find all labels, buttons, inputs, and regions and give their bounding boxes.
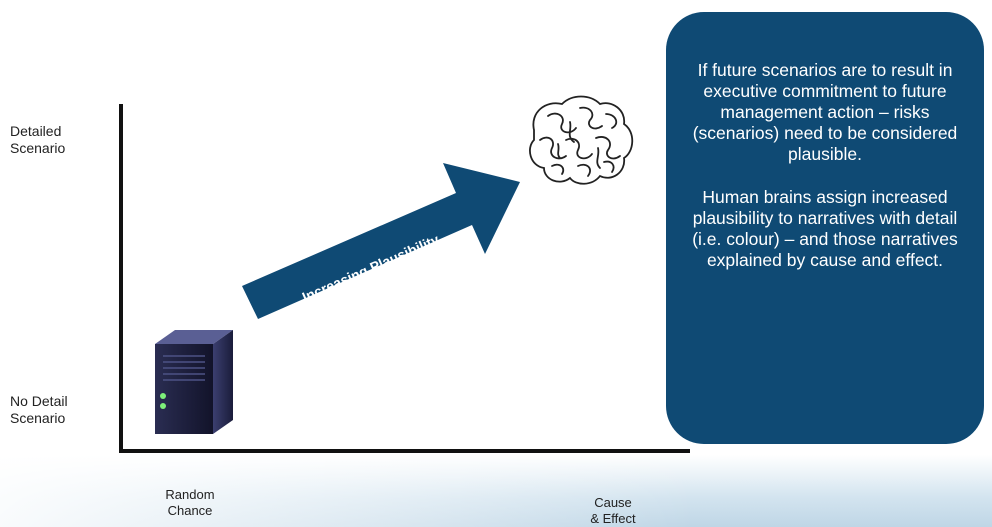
brain-icon (529, 95, 634, 185)
x-axis-right-label-line-1: Cause (594, 495, 632, 510)
y-axis-bottom-label-line-1: No Detail (10, 393, 68, 409)
info-paragraph-2: Human brains assign increased plausibili… (692, 187, 958, 270)
y-axis-bottom-label-line-2: Scenario (10, 410, 66, 426)
x-axis-left-label-line-1: Random (165, 487, 215, 502)
info-paragraph-1: If future scenarios are to result in exe… (692, 60, 958, 164)
info-callout-box: If future scenarios are to result in exe… (666, 12, 984, 444)
y-axis-top-label-line-2: Scenario (10, 140, 66, 156)
x-axis-right-label: Cause & Effect (573, 495, 653, 527)
y-axis-top-label: Detailed Scenario (10, 123, 65, 157)
y-axis-bottom-label: No Detail Scenario (10, 393, 68, 427)
x-axis-left-label-line-2: Chance (167, 503, 213, 518)
footer-gradient-band (0, 455, 992, 527)
y-axis-top-label-line-1: Detailed (10, 123, 62, 139)
plausibility-arrow-shape (242, 163, 520, 319)
x-axis-right-label-line-2: & Effect (590, 511, 636, 526)
server-icon (155, 330, 233, 434)
plausibility-arrow: Increasing Plausibility (242, 163, 520, 319)
x-axis-left-label: Random Chance (150, 487, 230, 519)
